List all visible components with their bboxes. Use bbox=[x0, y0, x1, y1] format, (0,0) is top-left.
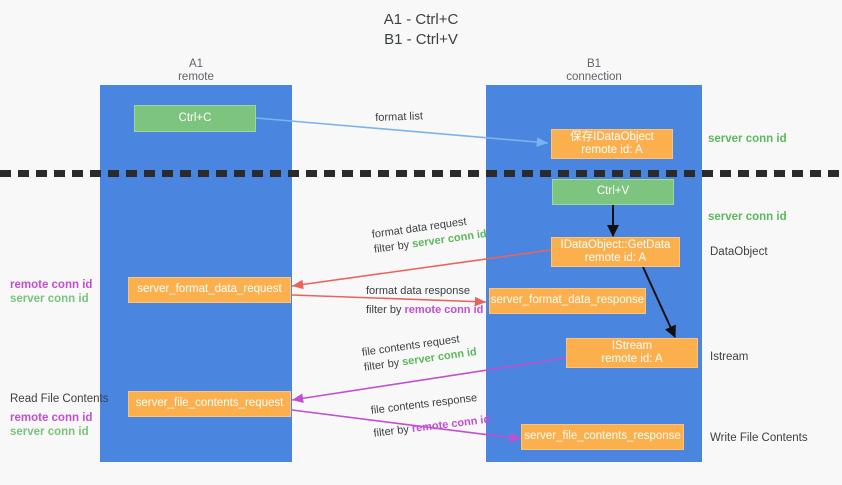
label-remote-conn-id: remote conn id bbox=[10, 279, 93, 291]
label-istream: Istream bbox=[710, 351, 749, 363]
node-ctrl-c[interactable]: Ctrl+C bbox=[134, 105, 256, 132]
node-server-format-data-request[interactable]: server_format_data_request bbox=[128, 277, 291, 303]
edge-label-format-data-response-main: format data response bbox=[366, 285, 470, 297]
node-save-idataobject[interactable]: 保存IDataObject remote id: A bbox=[551, 129, 673, 159]
edge-label-format-data-response-filter: filter by remote conn id bbox=[366, 304, 484, 316]
edge-label-file-contents-response: file contents response filter by remote … bbox=[370, 390, 491, 442]
label-conn-ids-file: remote conn id server conn id bbox=[10, 411, 92, 439]
edge-label-format-list: format list bbox=[375, 110, 424, 124]
label-server-conn-id-mid: server conn id bbox=[708, 211, 787, 223]
edge-label-file-contents-response-filter: filter by remote conn id bbox=[372, 413, 491, 440]
node-server-format-data-response[interactable]: server_format_data_response bbox=[489, 288, 646, 314]
node-istream[interactable]: IStream remote id: A bbox=[566, 338, 698, 368]
node-idataobject-getdata[interactable]: IDataObject::GetData remote id: A bbox=[551, 237, 680, 267]
label-dataobject: DataObject bbox=[710, 246, 768, 258]
label-conn-ids-format: remote conn id server conn id bbox=[10, 278, 92, 306]
edge-label-file-contents-request: file contents request filter by server c… bbox=[361, 330, 478, 376]
node-server-file-contents-request[interactable]: server_file_contents_request bbox=[128, 391, 291, 417]
label-server-conn-id: server conn id bbox=[10, 293, 89, 305]
lane-header-b1: B1 connection bbox=[566, 58, 622, 83]
diagram-title: A1 - Ctrl+C B1 - Ctrl+V bbox=[383, 11, 459, 48]
node-server-file-contents-response[interactable]: server_file_contents_response bbox=[521, 424, 684, 450]
node-ctrl-v[interactable]: Ctrl+V bbox=[552, 179, 674, 205]
label-write-file-contents: Write File Contents bbox=[710, 432, 808, 444]
edge-label-format-data-request: format data request filter by server con… bbox=[371, 212, 488, 258]
label-remote-conn-id-2: remote conn id bbox=[10, 412, 93, 424]
label-server-conn-id-top: server conn id bbox=[708, 133, 787, 145]
label-server-conn-id-2: server conn id bbox=[10, 426, 89, 438]
label-read-file-contents: Read File Contents bbox=[10, 393, 109, 405]
lane-header-a1: A1 remote bbox=[178, 58, 214, 83]
phase-separator bbox=[0, 170, 842, 177]
filter-value-remote-conn-id-2: remote conn id bbox=[411, 413, 491, 436]
edge-label-format-data-response: format data response filter by remote co… bbox=[366, 284, 483, 318]
filter-value-remote-conn-id: remote conn id bbox=[404, 304, 484, 316]
